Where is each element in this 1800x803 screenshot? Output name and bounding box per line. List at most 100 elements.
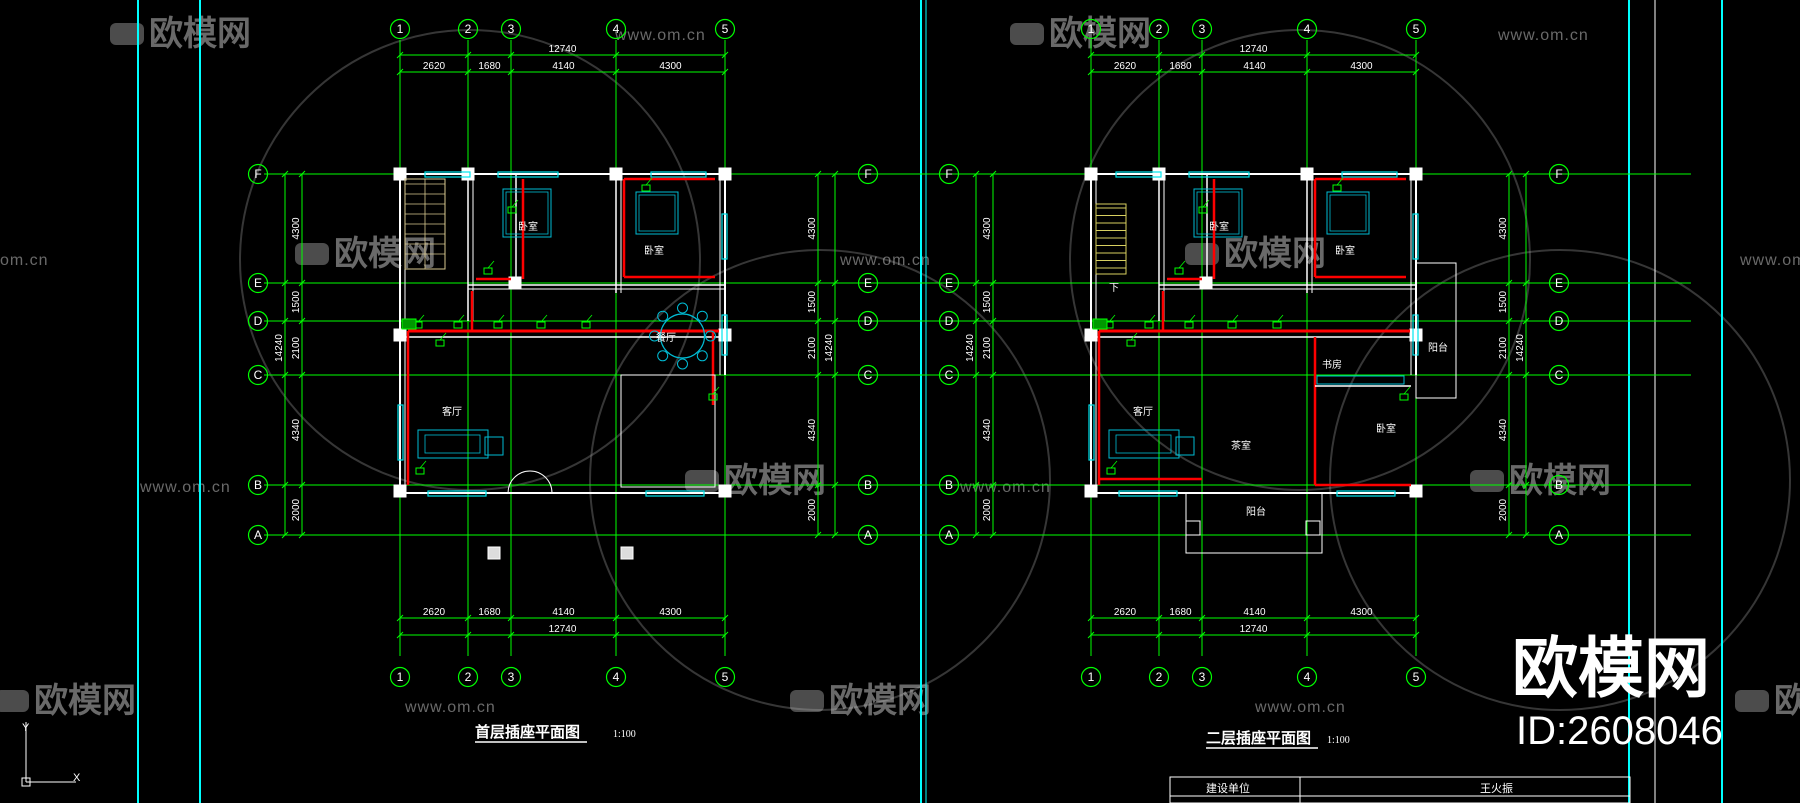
axis-label-top: 3 [1199,22,1206,36]
balcony-pier [1305,520,1321,536]
watermark-brand: 欧模网 [829,681,931,721]
axis-label-top: 4 [1304,22,1311,36]
dim-tick [721,68,729,76]
dim-tick [1087,51,1095,59]
dim-row-seg: 2000 [1498,498,1509,521]
dim-tick [464,68,472,76]
structural-column [1409,167,1423,181]
dim-tick [281,279,289,287]
dim-tick [298,279,306,287]
stair-frame [1095,203,1127,275]
dim-tick [298,170,306,178]
axis-bubble-left [247,310,269,332]
dim-tick [972,317,980,325]
sofa [1108,429,1180,459]
dim-tick [298,531,306,539]
dim-row-seg: 4340 [807,418,818,441]
dim-tick [831,170,839,178]
dim-col-seg: 4140 [1243,607,1266,618]
axis-label-top: 2 [465,22,472,36]
watermark-brand: 欧模网 [724,461,826,501]
axis-label-left: F [945,167,952,181]
study-shelf [1316,375,1405,385]
furniture [417,188,679,459]
structural-column [1084,328,1098,342]
dim-row-seg: 1500 [807,290,818,313]
dim-tick [396,51,404,59]
structural-column [1152,167,1166,181]
dim-tick [989,170,997,178]
window-v [397,404,404,461]
socket [536,321,546,329]
dining-chair [657,310,669,322]
distribution-box [401,318,417,330]
dim-row-seg: 4300 [291,217,302,240]
dim-tick [298,371,306,379]
dim-tick [721,631,729,639]
structural-column [609,167,623,181]
dim-tick [972,531,980,539]
axis-label-right: B [864,478,872,492]
socket [483,267,493,275]
socket-leader [1403,386,1411,395]
axis-bubble-top [1148,18,1170,40]
dim-tick [1303,614,1311,622]
axis-bubble-right [1548,310,1570,332]
axis-bubble-bottom [1405,666,1427,688]
drawing-frames [137,0,1723,803]
watermark-ring [239,29,701,491]
window [1188,171,1250,178]
window [1336,490,1396,497]
kitchen-outline [620,374,716,488]
dim-tick [1198,51,1206,59]
dining-chair [696,310,708,322]
axis-bubble-left [938,163,960,185]
dim-col-seg: 4140 [552,607,575,618]
sofa-inner [424,434,481,454]
axis-label-right: E [864,276,872,290]
structural-column [461,167,475,181]
dim-tick [972,279,980,287]
entry-column [620,546,634,560]
dining-chair [696,350,708,362]
dim-tick [1198,68,1206,76]
axis-label-right: D [1555,314,1564,328]
axis-bubble-left [938,474,960,496]
window [1115,171,1162,178]
dim-row-seg: 4340 [1498,418,1509,441]
dim-tick [396,614,404,622]
watermark-sofa-icon [110,23,144,45]
structural-column [718,328,732,342]
socket-circuits [406,177,719,560]
dim-tick [464,51,472,59]
axis-label-right: C [1555,368,1564,382]
dim-row-seg: 2000 [982,498,993,521]
dim-tick [1522,531,1530,539]
balcony-right [1415,262,1457,399]
dining-chair [657,350,669,362]
watermark-url: www.om.cn [1739,252,1800,269]
axis-label-bottom: 4 [1304,670,1311,684]
axis-label-top: 1 [397,22,404,36]
badge-id: ID:2608046 [1516,709,1723,753]
room-label-balcony1: 阳台 [1428,341,1448,354]
dim-tick [298,481,306,489]
dim-tick [1522,279,1530,287]
dining-chair [677,302,688,314]
dim-tick [281,481,289,489]
axis-bubble-right [1548,474,1570,496]
socket [507,206,517,214]
title-block-unit-value: 王火振 [1480,781,1513,795]
watermark-brand: 欧模网 [1049,14,1151,54]
dim-tick [1412,68,1420,76]
axis-bubble-bottom [1296,666,1318,688]
dim-row-seg: 2100 [807,336,818,359]
dim-tick [989,279,997,287]
axis-label-right: F [1555,167,1562,181]
axis-label-right: A [864,528,872,542]
